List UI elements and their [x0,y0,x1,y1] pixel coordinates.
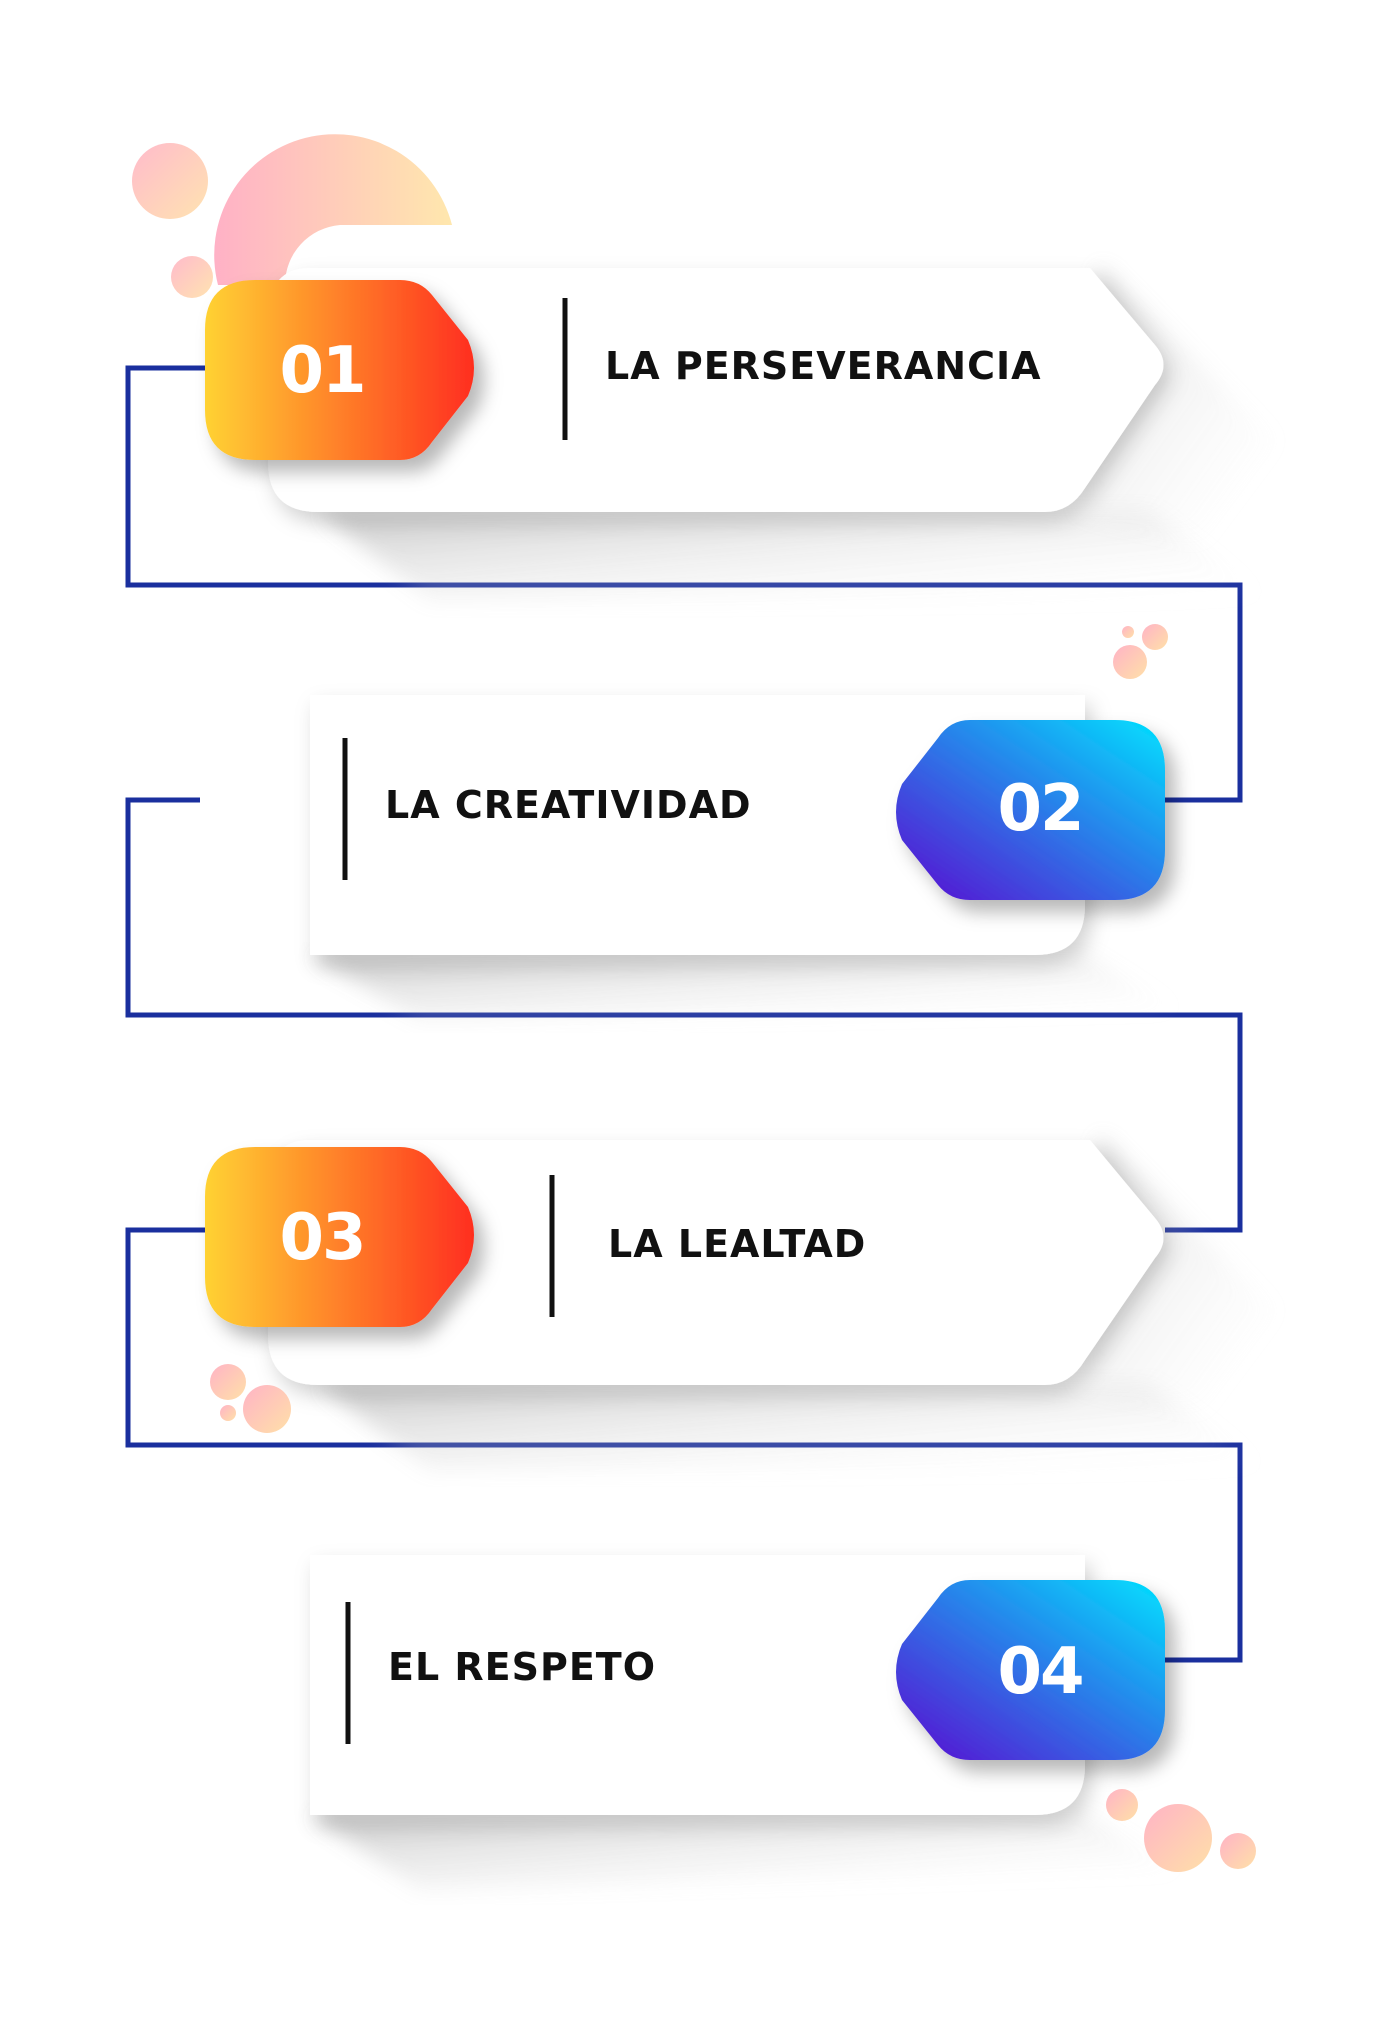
number-badge [896,1580,1165,1760]
step-1: LA PERSEVERANCIA 01 [205,265,1275,600]
step-card [310,695,1085,955]
decor-bubbles-2 [1113,624,1168,679]
step-label: LA CREATIVIDAD [385,783,752,827]
step-label: EL RESPETO [388,1645,656,1689]
bubble-decoration [1113,645,1147,679]
step-number: 04 [997,1635,1082,1709]
bubble-decoration [171,256,213,298]
bubble-decoration [1144,1804,1212,1872]
step-3: LA LEALTAD 03 [205,1135,1275,1470]
number-badge [896,720,1165,900]
step-number: 03 [279,1201,364,1275]
step-4: EL RESPETO 04 [310,1555,1180,1890]
step-card [310,1555,1085,1815]
step-label: LA LEALTAD [608,1222,866,1266]
step-2: LA CREATIVIDAD 02 [310,695,1180,1020]
arc-decoration [214,134,452,285]
number-badge [205,1147,474,1327]
step-label: LA PERSEVERANCIA [605,344,1042,388]
card-shadow [318,1385,1270,1470]
number-badge [205,280,474,460]
decor-top [132,134,452,298]
bubble-decoration [1220,1833,1256,1869]
bubble-decoration [1106,1789,1138,1821]
step-card [268,1140,1164,1385]
bubble-decoration [1142,624,1168,650]
card-shadow [318,512,1270,600]
decor-bubbles-4 [1106,1789,1256,1872]
bubble-decoration [1122,626,1134,638]
step-number: 01 [279,334,364,408]
step-card [268,268,1164,512]
bubble-decoration [220,1405,236,1421]
card-shadow [310,1815,1180,1890]
bubble-decoration [243,1385,291,1433]
card-shadow [310,955,1180,1020]
bubble-decoration [210,1364,246,1400]
step-number: 02 [997,772,1082,846]
bubble-decoration [132,143,208,219]
decor-bubbles-3 [210,1364,291,1433]
